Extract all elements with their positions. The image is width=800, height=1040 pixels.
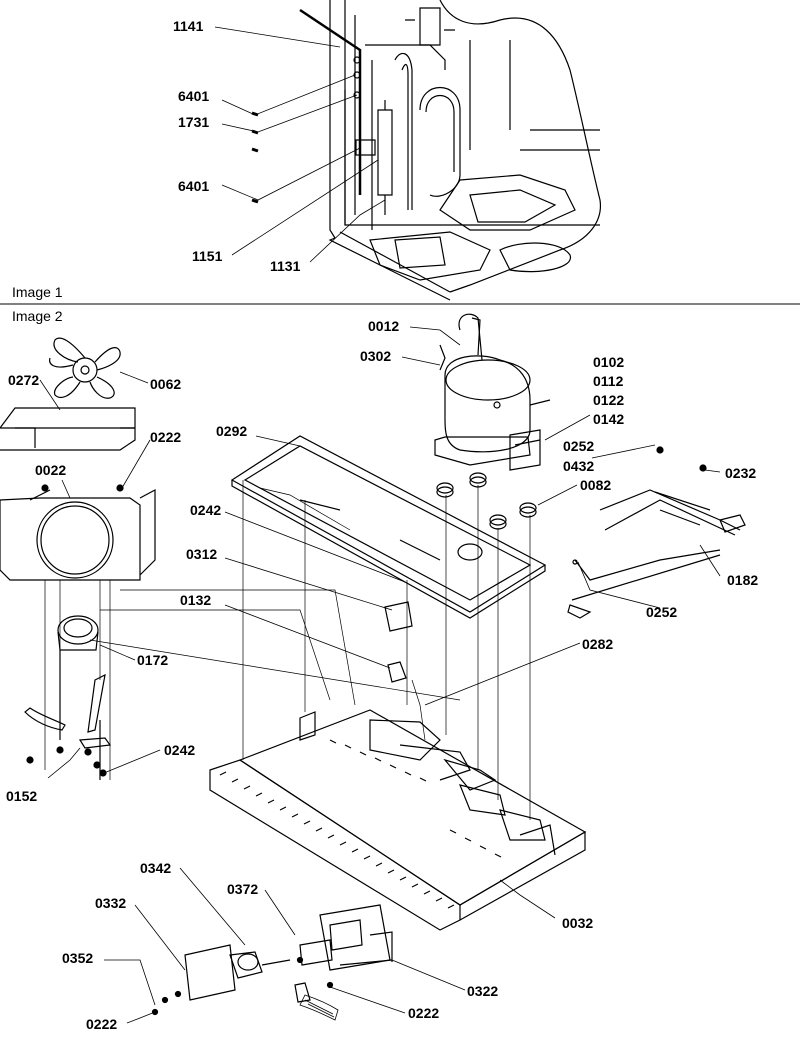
part-label-0012[interactable]: 0012 <box>368 318 400 334</box>
fan-blade-drawing <box>49 337 121 399</box>
part-label-0312[interactable]: 0312 <box>186 546 218 562</box>
fan-motor-drawing <box>24 615 112 780</box>
part-label-0282[interactable]: 0282 <box>582 636 614 652</box>
part-label-0182[interactable]: 0182 <box>727 572 759 588</box>
part-label-0022[interactable]: 0022 <box>35 462 67 478</box>
part-label-0222-c[interactable]: 0222 <box>86 1016 118 1032</box>
part-label-0142[interactable]: 0142 <box>593 411 625 427</box>
screw-set <box>251 111 259 204</box>
part-label-1151[interactable]: 1151 <box>192 248 223 264</box>
part-label-0082[interactable]: 0082 <box>580 477 612 493</box>
relay-drawing <box>384 601 426 741</box>
part-label-0252[interactable]: 0252 <box>563 438 595 454</box>
wire-harness-drawing <box>567 447 746 619</box>
part-label-0322[interactable]: 0322 <box>467 983 499 999</box>
leader-lines <box>39 326 721 1024</box>
compressor-drawing <box>434 313 551 471</box>
part-label-0302[interactable]: 0302 <box>360 348 392 364</box>
evaporator-cover-drawing <box>230 435 547 619</box>
cabinet-back-drawing <box>214 0 602 301</box>
part-label-0152[interactable]: 0152 <box>6 788 38 804</box>
part-label-0352[interactable]: 0352 <box>62 950 94 966</box>
part-label-1141[interactable]: 1141 <box>173 18 204 34</box>
part-label-0242-b[interactable]: 0242 <box>164 742 196 758</box>
part-label-1731[interactable]: 1731 <box>178 114 210 130</box>
part-label-0342[interactable]: 0342 <box>140 860 172 876</box>
part-label-0032[interactable]: 0032 <box>562 915 594 931</box>
part-label-0172[interactable]: 0172 <box>137 652 169 668</box>
part-label-0242[interactable]: 0242 <box>190 502 222 518</box>
part-label-6401[interactable]: 6401 <box>178 88 210 104</box>
fan-shroud-drawing <box>0 407 156 581</box>
thermostat-drawing <box>184 944 339 1021</box>
part-label-0222[interactable]: 0222 <box>150 429 182 445</box>
part-label-0122[interactable]: 0122 <box>593 392 625 408</box>
part-label-0432[interactable]: 0432 <box>563 458 595 474</box>
part-label-0102[interactable]: 0102 <box>593 354 625 370</box>
part-label-0252-b[interactable]: 0252 <box>646 604 678 620</box>
evaporator-pan-drawing <box>209 709 587 931</box>
part-label-0332[interactable]: 0332 <box>95 895 127 911</box>
panel-caption-2: Image 2 <box>12 308 63 324</box>
control-box-drawing <box>299 904 393 971</box>
part-label-0062[interactable]: 0062 <box>150 376 182 392</box>
part-label-0232[interactable]: 0232 <box>725 465 757 481</box>
part-label-0222-b[interactable]: 0222 <box>408 1005 440 1021</box>
part-label-0272[interactable]: 0272 <box>8 372 40 388</box>
part-label-0132[interactable]: 0132 <box>180 592 212 608</box>
part-label-1131[interactable]: 1131 <box>270 258 301 274</box>
part-label-0112[interactable]: 0112 <box>593 373 624 389</box>
part-label-0292[interactable]: 0292 <box>216 423 248 439</box>
fastener-dots[interactable] <box>26 446 707 1016</box>
grommet-set <box>436 472 537 530</box>
part-label-0372[interactable]: 0372 <box>227 881 259 897</box>
vertical-lines <box>89 480 531 820</box>
assembly-lines <box>44 580 111 780</box>
panel-caption-1: Image 1 <box>12 284 63 300</box>
part-label-6401-b[interactable]: 6401 <box>178 178 210 194</box>
